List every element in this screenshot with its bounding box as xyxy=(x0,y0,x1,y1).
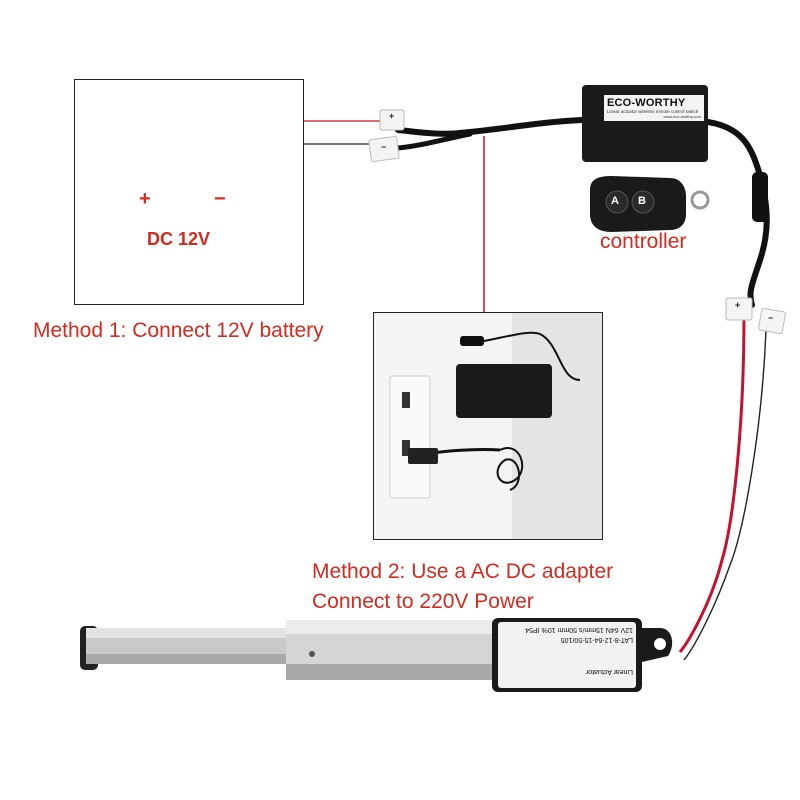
battery-frame xyxy=(74,79,304,305)
remote-button-a-label: A xyxy=(611,195,619,207)
controller-label-plate: ECO-WORTHY Linear actuator wireless remo… xyxy=(604,95,704,121)
battery-connector-minus xyxy=(368,135,400,163)
actuator-black-wire xyxy=(683,329,767,661)
actuator-connector-minus xyxy=(758,307,786,335)
controller-subtitle: Linear actuator wireless remote control … xyxy=(607,109,699,114)
remote-key-fob-icon xyxy=(590,176,710,232)
linear-actuator-icon xyxy=(80,618,673,692)
method-2-label-line1: Method 2: Use a AC DC adapter xyxy=(312,560,614,583)
controller-caption: controller xyxy=(600,230,687,253)
input-cable xyxy=(395,117,585,137)
controller-brand: ECO-WORTHY xyxy=(607,97,686,109)
actuator-name: Linear Actuator xyxy=(585,668,633,675)
actuator-connector-plus xyxy=(725,297,753,321)
battery-voltage-label: DC 12V xyxy=(147,229,211,249)
actuator-spec-line1: 12V 64N 15mm/s 50mm 10% IP54 xyxy=(525,626,633,633)
actuator-connector-minus-label: − xyxy=(768,313,774,323)
actuator-connector-plus-label: + xyxy=(735,300,741,310)
battery-minus-sign: − xyxy=(214,188,226,210)
battery-connector-plus xyxy=(379,109,405,131)
method-2-label-line2: Connect to 220V Power xyxy=(312,590,534,613)
actuator-red-wire xyxy=(678,317,746,653)
battery-connector-minus-label: − xyxy=(381,142,387,152)
ac-dc-adapter-photo xyxy=(374,313,602,539)
battery-connector-plus-label: + xyxy=(389,111,395,121)
input-cable-lower xyxy=(395,131,473,151)
cable-inline-connector xyxy=(752,172,768,222)
actuator-spec-label: Linear Actuator LAT-8-12-64-15-50/105 12… xyxy=(497,620,637,690)
method-1-label: Method 1: Connect 12V battery xyxy=(33,319,324,342)
adapter-photo-frame xyxy=(373,312,603,540)
controller-url: www.eco-worthy.com xyxy=(663,114,702,119)
remote-button-b-label: B xyxy=(638,195,646,207)
actuator-spec-line2: LAT-8-12-64-15-50/105 xyxy=(560,636,633,643)
battery-plus-sign: + xyxy=(139,188,151,210)
